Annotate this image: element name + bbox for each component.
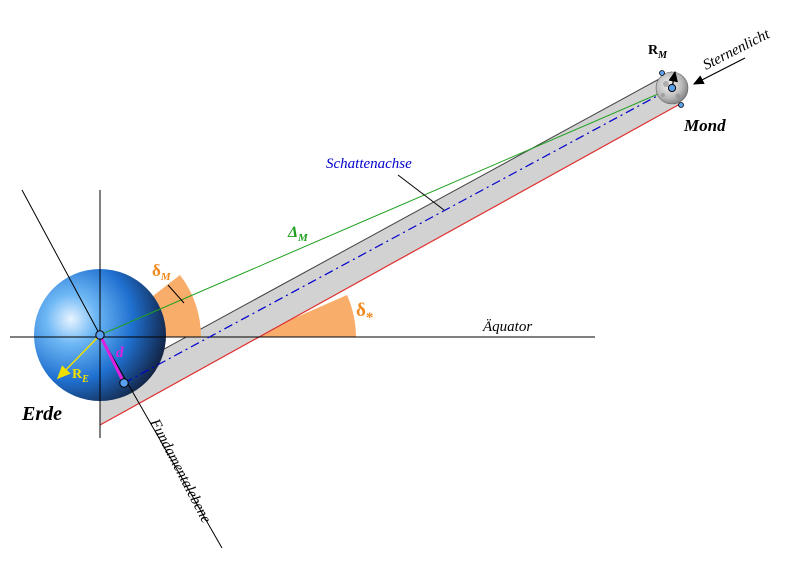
fundamental-plane-line — [99, 334, 223, 549]
d-label: d — [116, 345, 124, 361]
earth-center-point — [95, 330, 105, 340]
schattenachse-pointer — [397, 174, 445, 211]
moon-edge-point-top — [659, 70, 665, 76]
moon-crater — [675, 93, 681, 99]
delta-m-main: Δ — [287, 224, 298, 241]
small-delta-m-main: δ — [152, 261, 161, 280]
r-m-sub: M — [657, 50, 668, 61]
starlight-label: Sternenlicht — [701, 26, 774, 74]
moon-crater — [663, 81, 669, 87]
small-delta-m-label: δM — [152, 261, 172, 283]
earth-rotation-axis — [21, 189, 101, 336]
r-m-label: RM — [648, 43, 668, 61]
shadow-band — [100, 72, 680, 425]
earth-label: Erde — [21, 403, 62, 425]
fundamental-plane-point — [119, 378, 129, 388]
r-e-label: RE — [72, 367, 89, 385]
fundamental-plane-label: Fundamentalebene — [146, 416, 214, 527]
equator-label: Äquator — [482, 318, 532, 335]
moon-center-point — [667, 83, 677, 93]
d-segment — [98, 334, 126, 384]
delta-m-sub: M — [297, 232, 309, 244]
delta-m-label: ΔM — [287, 224, 309, 244]
delta-m-pointer — [167, 284, 185, 304]
delta-star-main: δ — [356, 300, 366, 321]
small-delta-m-sub: M — [160, 271, 172, 283]
shadow-axis-line — [123, 87, 673, 384]
r-m-main: R — [648, 43, 659, 58]
delta-star-sub: * — [366, 310, 374, 326]
moon-label: Mond — [683, 116, 726, 135]
delta-star-label: δ* — [356, 300, 373, 326]
shadow-lower-edge — [99, 103, 681, 426]
moon-crater — [661, 93, 665, 97]
moon-edge-point-bottom — [678, 102, 684, 108]
earth-moon-line — [99, 87, 673, 336]
r-e-sub: E — [81, 374, 89, 385]
shadow-axis-label: Schattenachse — [326, 156, 412, 172]
r-e-main: R — [72, 367, 83, 382]
r-e-arrow — [56, 334, 101, 380]
starlight-arrow — [692, 57, 746, 85]
